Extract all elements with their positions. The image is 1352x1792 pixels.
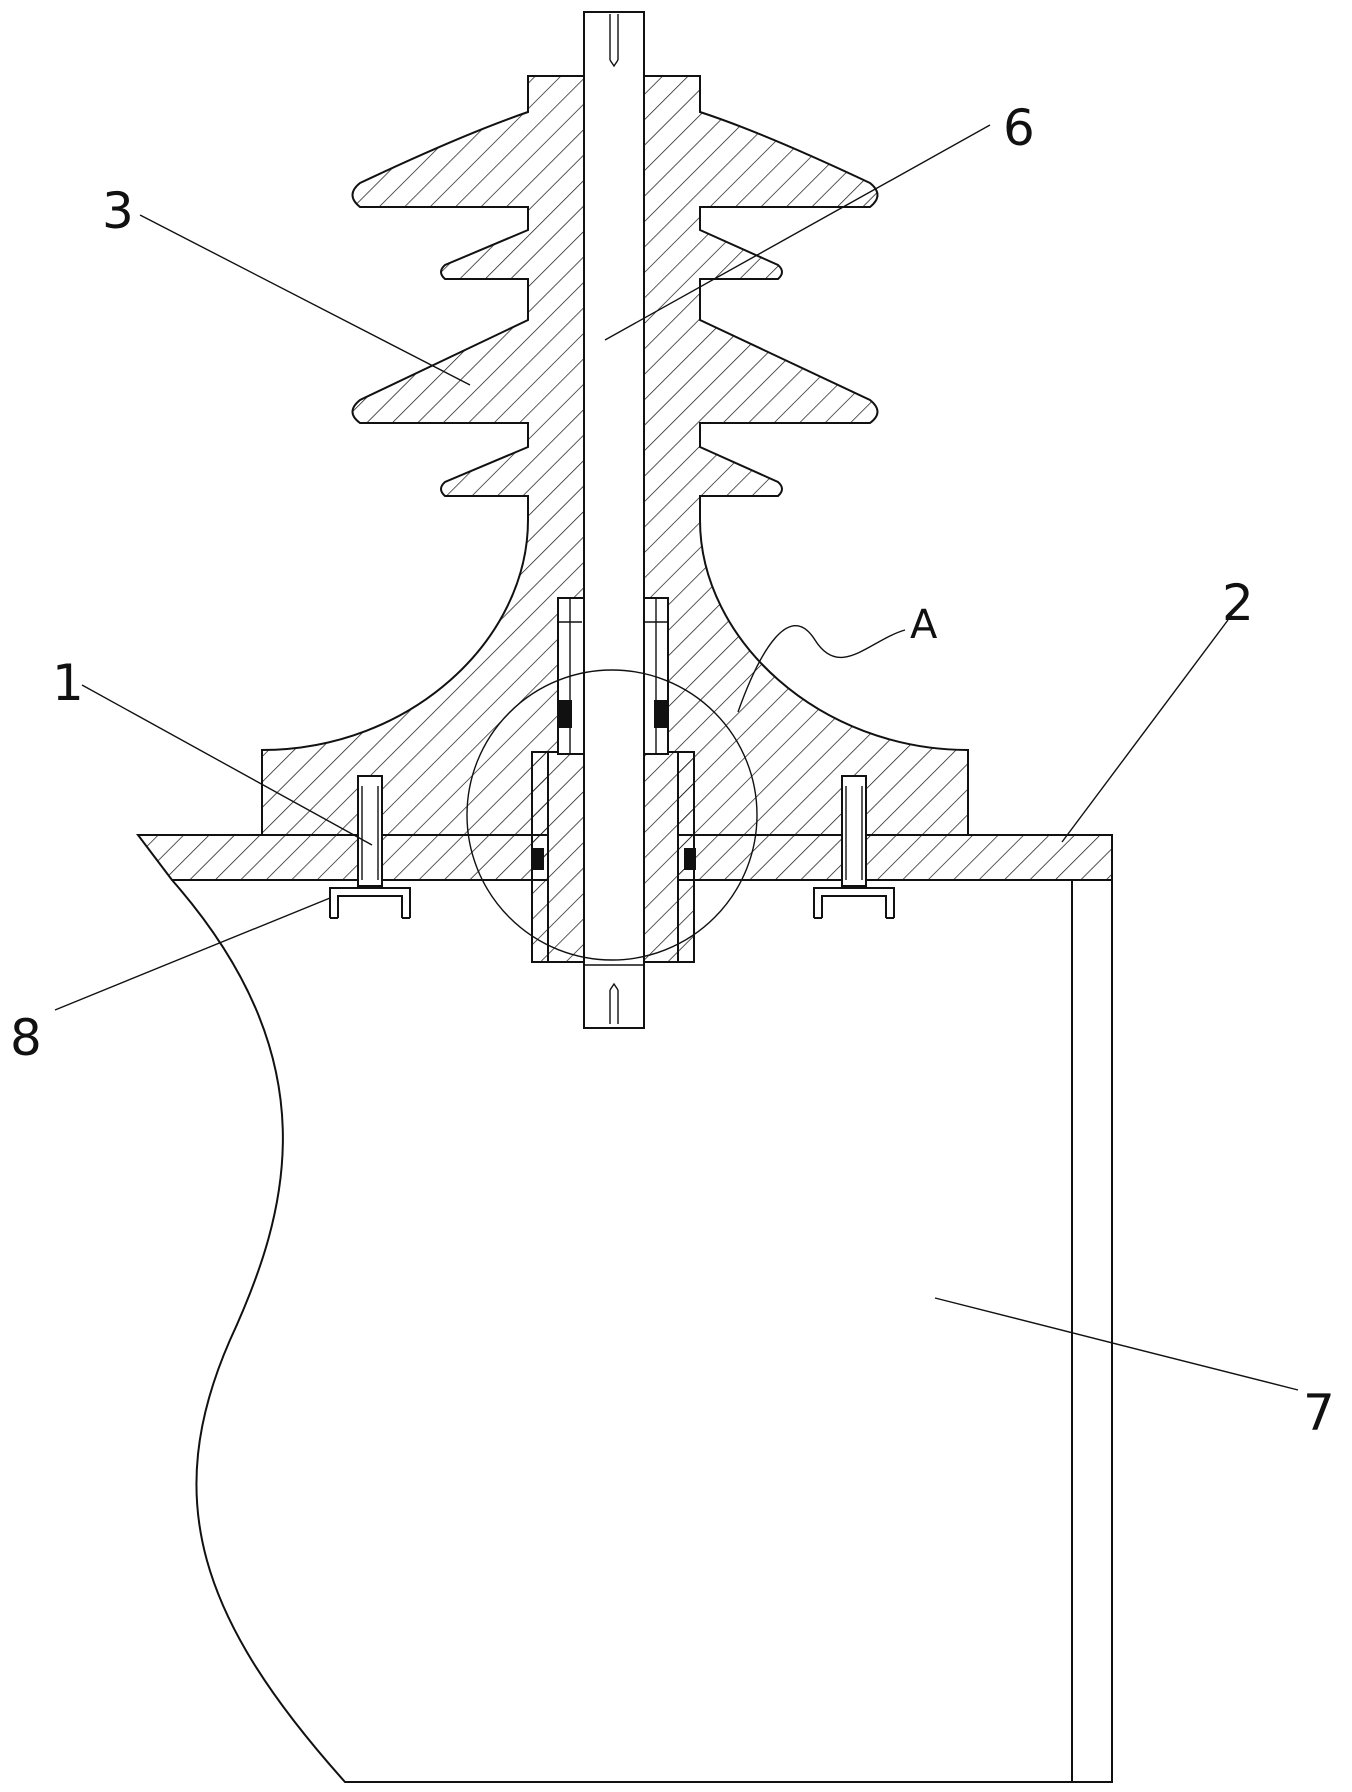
label-1: 1 bbox=[52, 654, 84, 712]
right-bolt bbox=[841, 775, 867, 887]
left-bolt bbox=[357, 775, 383, 887]
label-3: 3 bbox=[102, 182, 134, 240]
seal-rings bbox=[532, 700, 696, 870]
detail-circle-a bbox=[466, 669, 758, 961]
label-a: A bbox=[910, 602, 938, 648]
label-6: 6 bbox=[1003, 99, 1035, 157]
label-7: 7 bbox=[1303, 1384, 1335, 1442]
label-2: 2 bbox=[1222, 574, 1254, 632]
right-clip bbox=[813, 887, 895, 919]
conductor-rod bbox=[583, 11, 645, 1029]
label-8: 8 bbox=[10, 1009, 42, 1067]
tank-body bbox=[171, 879, 1113, 1783]
leader-lines bbox=[54, 124, 1299, 1391]
left-clip bbox=[329, 887, 411, 919]
